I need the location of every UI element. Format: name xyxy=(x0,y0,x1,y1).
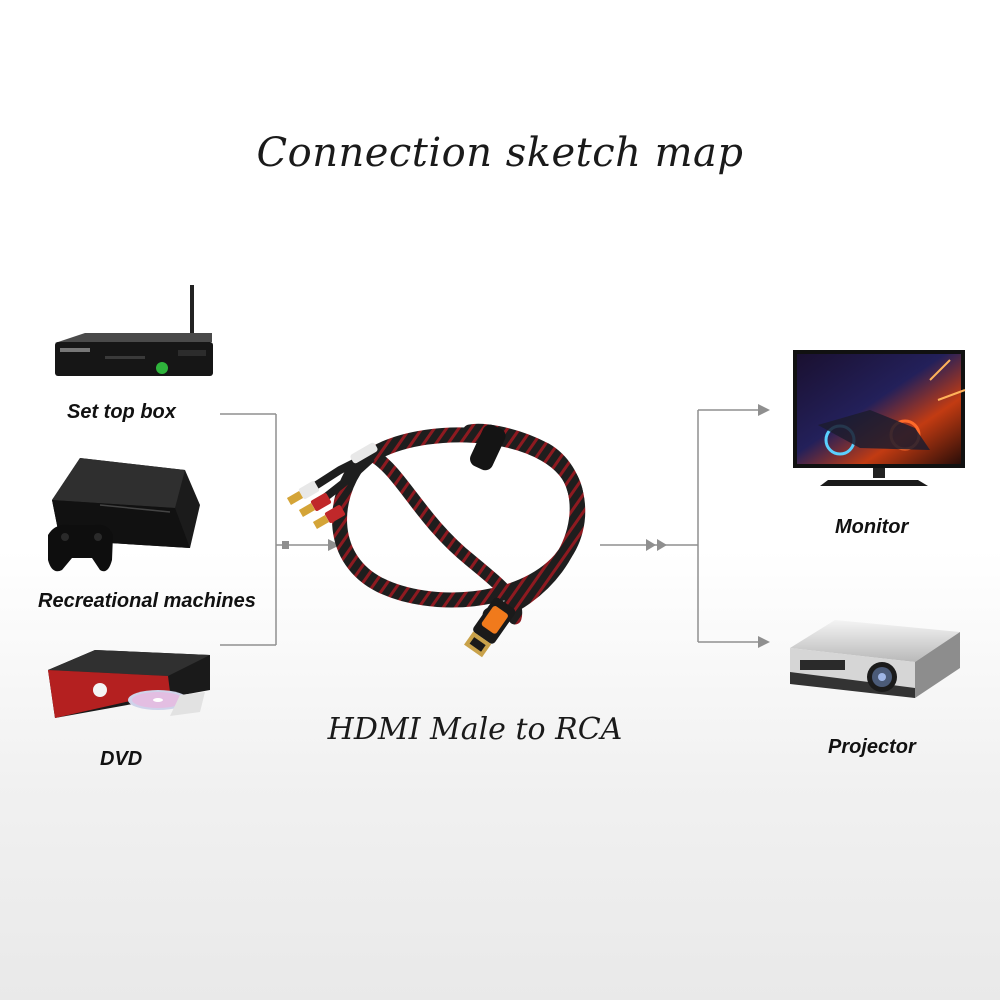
set-top-box-icon xyxy=(55,285,213,376)
projector-label: Projector xyxy=(828,736,916,758)
recreational-machines-label: Recreational machines xyxy=(38,590,256,612)
diagram-title: Connection sketch map xyxy=(256,130,744,176)
projector-arrow-icon xyxy=(758,636,770,648)
monitor-label: Monitor xyxy=(835,516,909,538)
junction-marker xyxy=(282,541,289,549)
set-top-box-label: Set top box xyxy=(67,401,176,423)
output-arrow-icon xyxy=(646,539,656,551)
game-console-icon xyxy=(48,458,200,572)
monitor-arrow-icon xyxy=(758,404,770,416)
monitor-icon xyxy=(793,350,966,486)
dvd-label: DVD xyxy=(100,748,143,770)
input-arrow-icon xyxy=(328,539,340,551)
hdmi-rca-cable-icon xyxy=(286,423,586,658)
output-arrow-icon xyxy=(657,539,667,551)
cable-label: HDMI Male to RCA xyxy=(327,712,623,747)
dvd-player-icon xyxy=(48,650,210,718)
projector-icon xyxy=(790,620,960,698)
output-connector-lines xyxy=(600,409,760,643)
